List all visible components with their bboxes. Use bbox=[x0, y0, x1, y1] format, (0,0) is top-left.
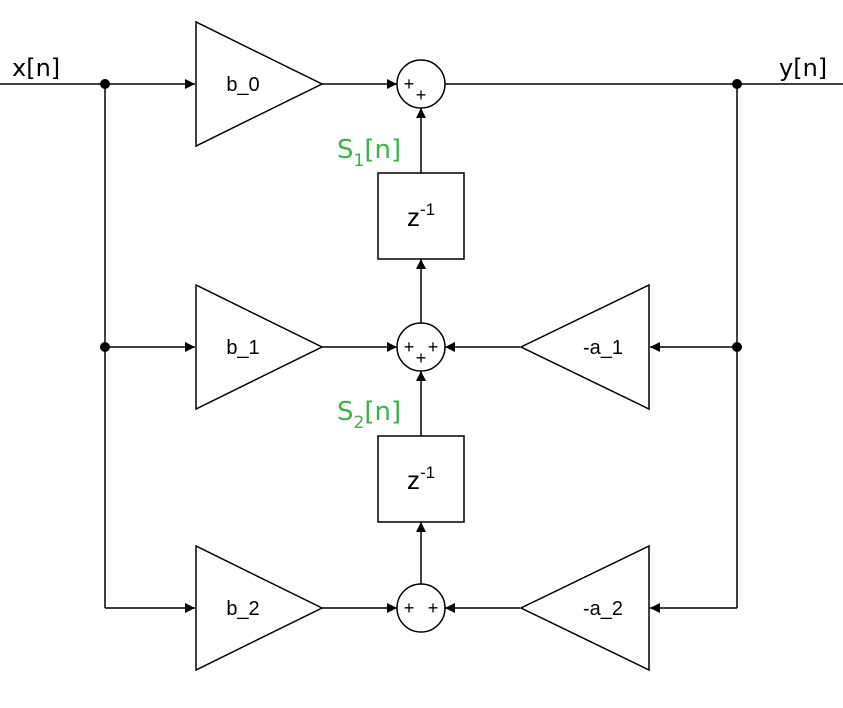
junction-dot bbox=[732, 342, 742, 352]
state-s2-label: S2[n] bbox=[337, 397, 401, 433]
delay-1-label: z-1 bbox=[407, 200, 435, 232]
state-s1-label: S1[n] bbox=[337, 135, 401, 171]
state-s1-suffix: [n] bbox=[364, 135, 401, 165]
delay-2-label: z-1 bbox=[407, 463, 435, 495]
delay-box bbox=[377, 172, 465, 260]
gain-b2-block: b_2 bbox=[195, 544, 324, 672]
state-s2-base: S bbox=[337, 397, 354, 427]
sum-junction-2: + + bbox=[396, 583, 446, 633]
gain-triangle bbox=[195, 20, 324, 148]
delay-block-1: z-1 bbox=[377, 172, 465, 260]
sum-sign-bottom: + bbox=[416, 85, 427, 105]
gain-b1-label: b_1 bbox=[226, 337, 259, 359]
gain-a1-label: -a_1 bbox=[583, 337, 623, 359]
junctions bbox=[100, 79, 742, 352]
sum-sign-bottom: + bbox=[416, 348, 427, 368]
sum-sign-left: + bbox=[404, 337, 415, 357]
gain-b0-block: b_0 bbox=[195, 20, 324, 148]
sum-junction-1: + + + bbox=[396, 322, 446, 372]
sum-junction-0: + + bbox=[396, 59, 446, 109]
sum-circle bbox=[396, 583, 446, 633]
output-signal-label: y[n] bbox=[779, 54, 827, 82]
delay-block-2: z-1 bbox=[377, 435, 465, 523]
delay-2-exponent: -1 bbox=[420, 463, 435, 482]
delay-1-exponent: -1 bbox=[420, 200, 435, 219]
sum-circle bbox=[396, 59, 446, 109]
state-s1-subscript: 1 bbox=[354, 151, 365, 171]
sum-sign-left: + bbox=[404, 74, 415, 94]
state-s2-subscript: 2 bbox=[354, 413, 365, 433]
input-signal-label: x[n] bbox=[12, 54, 60, 82]
junction-dot bbox=[732, 79, 742, 89]
junction-dot bbox=[100, 79, 110, 89]
sum-sign-left: + bbox=[404, 598, 415, 618]
gain-b2-label: b_2 bbox=[226, 598, 259, 620]
gain-a2-label: -a_2 bbox=[583, 598, 623, 620]
gain-a2-block: -a_2 bbox=[519, 544, 650, 672]
sum-circle bbox=[396, 322, 446, 372]
gain-triangle bbox=[519, 544, 650, 672]
gain-triangle bbox=[195, 544, 324, 672]
sum-sign-right: + bbox=[428, 337, 439, 357]
gain-b0-label: b_0 bbox=[226, 74, 259, 96]
delay-1-base: z bbox=[407, 202, 420, 232]
state-s2-suffix: [n] bbox=[364, 397, 401, 427]
gain-b1-block: b_1 bbox=[195, 283, 324, 411]
junction-dot bbox=[100, 342, 110, 352]
wires bbox=[0, 79, 843, 613]
gain-a1-block: -a_1 bbox=[519, 283, 650, 411]
state-s1-base: S bbox=[337, 135, 354, 165]
delay-box bbox=[377, 435, 465, 523]
sum-sign-right: + bbox=[428, 598, 439, 618]
delay-2-base: z bbox=[407, 465, 420, 495]
gain-triangle bbox=[519, 283, 650, 411]
gain-triangle bbox=[195, 283, 324, 411]
